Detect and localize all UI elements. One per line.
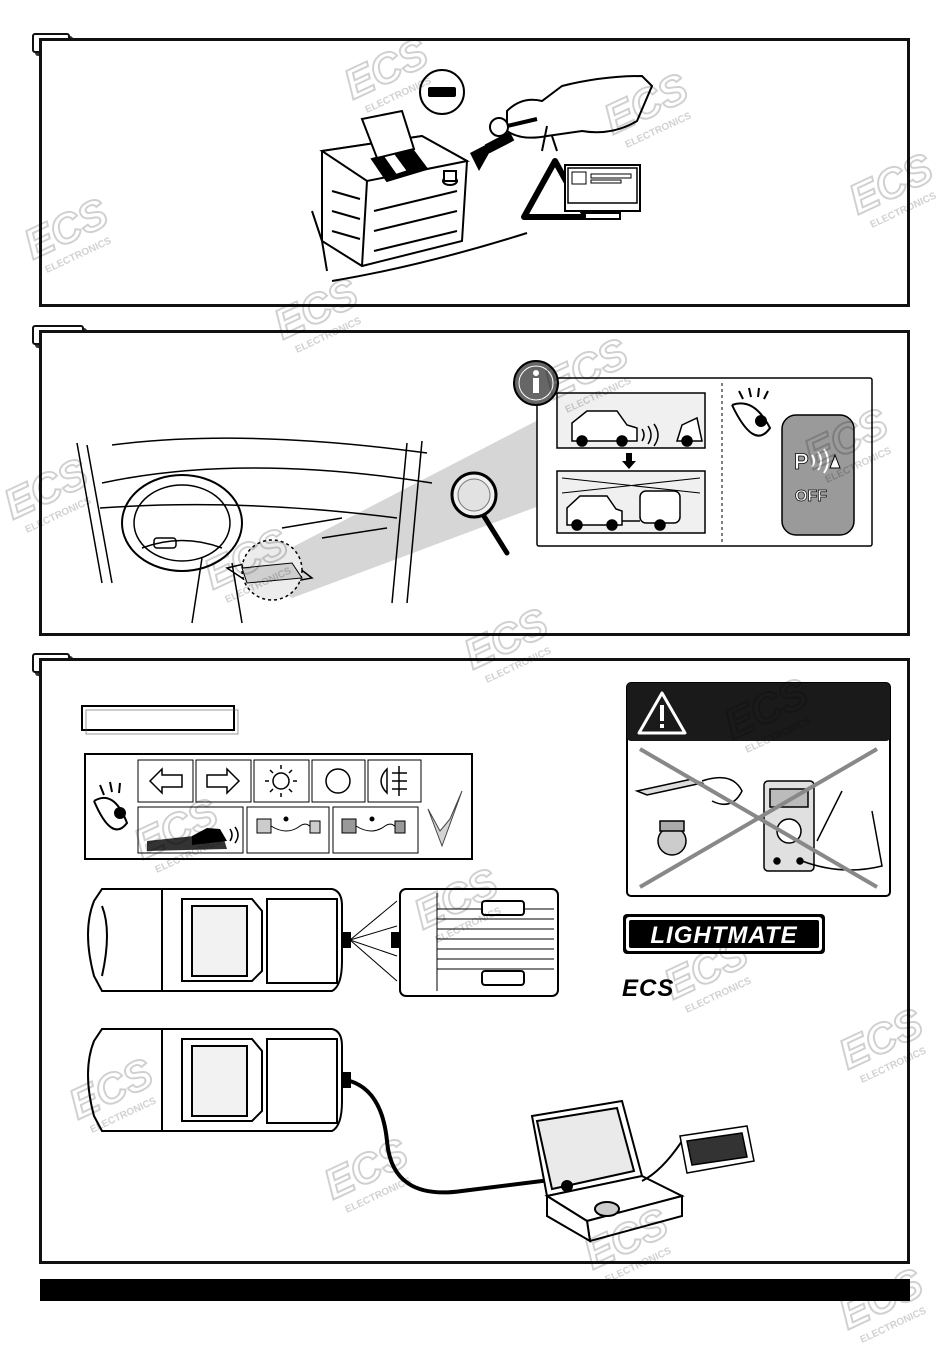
- battery-disconnect-illustration: [311, 69, 654, 282]
- tester-case: [530, 1099, 685, 1243]
- warning-triangle-icon: [637, 691, 687, 735]
- tester-keypad: [679, 1125, 755, 1174]
- eye-icon: [731, 387, 772, 437]
- svg-text:ELECTRONICS: ELECTRONICS: [859, 1305, 929, 1345]
- light-test-illustration: [81, 682, 891, 1243]
- bulb-wiring-icon: [256, 816, 321, 834]
- radio-display-icon: [564, 164, 641, 220]
- brake-light-icon: [265, 765, 297, 797]
- check-icon: [427, 790, 463, 848]
- down-arrow-icon: [622, 453, 636, 469]
- right-indicator-icon: [206, 767, 241, 795]
- trailer-scene: [556, 470, 706, 534]
- symbol-grid: [84, 753, 473, 860]
- trailer-board: [391, 888, 559, 997]
- test-cable: [349, 1079, 583, 1195]
- eye-icon: [93, 781, 129, 831]
- pickup-truck-top-connected: [87, 1028, 351, 1132]
- info-icon: [513, 360, 559, 406]
- fog-light-icon: [380, 766, 407, 796]
- svg-text:LIGHTMATE: LIGHTMATE: [650, 922, 797, 949]
- minus-icon: [419, 69, 465, 115]
- sensor-beeping-scene: [556, 392, 706, 449]
- step-panel-1: [39, 38, 910, 307]
- park-sensor-off-button: P OFF: [781, 414, 855, 536]
- ecs-logo: ECS: [622, 975, 675, 1002]
- bulb-wiring-warning-icon: [341, 816, 406, 834]
- magnifier-icon: [450, 471, 510, 556]
- step-panel-2: P OFF: [39, 330, 910, 636]
- hand-wrench-icon: [489, 74, 654, 152]
- park-sensor-icon: P: [794, 449, 809, 474]
- tail-light-icon: [325, 768, 351, 794]
- pickup-truck-top: [87, 888, 351, 992]
- warning-panel: [626, 682, 891, 897]
- battery: [311, 109, 528, 282]
- off-label: OFF: [795, 488, 827, 505]
- lightmate-logo: LIGHTMATE: [623, 914, 825, 954]
- reverse-light-icon: [147, 826, 239, 851]
- footer-bar: [40, 1279, 910, 1301]
- step-panel-3: [39, 658, 910, 1264]
- left-indicator-icon: [148, 767, 183, 795]
- dashboard-illustration: P OFF: [76, 360, 873, 624]
